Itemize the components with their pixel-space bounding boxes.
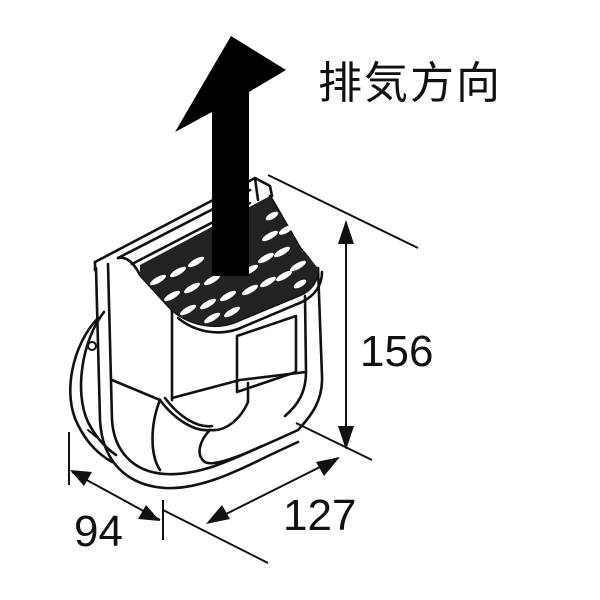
- depth-dimension-label: 94: [74, 507, 123, 556]
- width-extension-left: [162, 509, 269, 564]
- width-dimension-line: [209, 457, 339, 523]
- exhaust-direction-arrow-icon: [175, 36, 286, 276]
- height-dimension-label: 156: [360, 327, 434, 376]
- dimension-arrowheads: [70, 220, 354, 524]
- exhaust-direction-label: 排気方向: [318, 58, 502, 109]
- front-label-window: [235, 314, 298, 394]
- hood-lower-curve: [110, 370, 308, 472]
- height-extension-bottom: [295, 422, 373, 461]
- width-dimension-label: 127: [283, 491, 357, 540]
- height-extension-top: [267, 174, 419, 249]
